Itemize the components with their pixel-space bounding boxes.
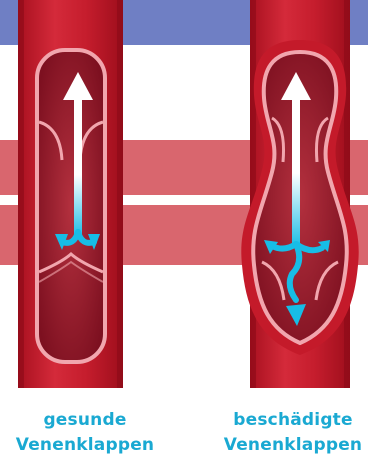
damaged-valves-caption: beschädigte Venenklappen	[218, 408, 368, 458]
damaged-caption-line2: Venenklappen	[218, 433, 368, 458]
damaged-caption-line1: beschädigte	[218, 408, 368, 433]
healthy-caption-line2: Venenklappen	[10, 433, 160, 458]
healthy-caption-line1: gesunde	[10, 408, 160, 433]
healthy-valves-caption: gesunde Venenklappen	[10, 408, 160, 458]
healthy-vein	[18, 0, 123, 388]
